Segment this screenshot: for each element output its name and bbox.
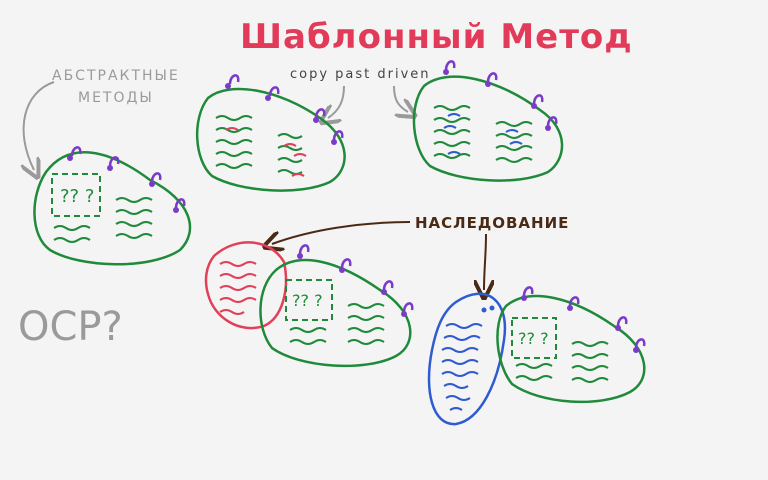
copy-paste-class-red: [196, 74, 346, 192]
abstract-methods-arrow: [24, 81, 55, 170]
abstract-methods-label-line2: МЕТОДЫ: [78, 90, 154, 106]
copy-paste-label: copy past driven: [290, 67, 431, 82]
ocp-label: OCP?: [18, 304, 123, 350]
inheritance-label: НАСЛЕДОВАНИЕ: [415, 214, 569, 232]
question-mark-icon: ?? ?: [292, 291, 323, 310]
question-mark-icon: ?? ?: [518, 329, 549, 348]
page-title: Шаблонный Метод: [240, 17, 633, 57]
inherited-class-blue: ?? ?: [427, 286, 646, 426]
copy-paste-arrow-left: [328, 85, 345, 118]
abstract-class-blob: ?? ?: [33, 146, 192, 266]
copy-paste-arrow-right: [393, 85, 408, 112]
inheritance-arrow-down: [484, 233, 486, 290]
inherited-class-red: ?? ?: [204, 241, 414, 368]
inheritance-arrow-left: [272, 221, 411, 244]
abstract-methods-label-line1: АБСТРАКТНЫЕ: [52, 68, 180, 84]
abstract-method-box: [51, 173, 101, 217]
copy-paste-class-blue: [412, 60, 564, 182]
question-mark-icon: ?? ?: [60, 186, 94, 207]
